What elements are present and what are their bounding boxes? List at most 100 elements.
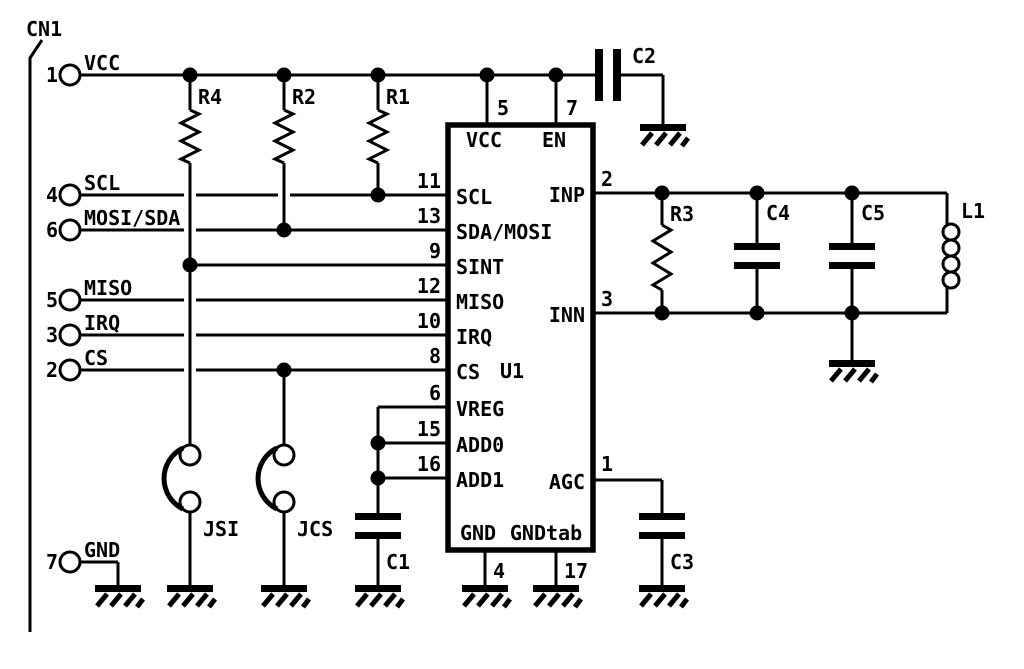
ic-pin-number: 4 [493, 559, 505, 583]
ic-pin-label: CS [456, 360, 480, 384]
resistor-zigzag [177, 108, 203, 165]
ic-pin-number: 5 [497, 96, 509, 120]
ic-ref: U1 [500, 359, 524, 383]
ic-pin-number: 12 [417, 274, 441, 298]
connector-bracket [28, 39, 44, 632]
ground-icon [167, 585, 215, 607]
jumper-ref: JCS [297, 517, 333, 541]
ic-pin-number: 2 [601, 167, 613, 191]
jumper-arc [161, 445, 185, 512]
net-label-irq: IRQ [84, 311, 120, 335]
capacitor-plate [829, 262, 875, 269]
capacitor-plate [639, 532, 685, 539]
resistor-ref: R3 [670, 202, 694, 226]
junction-dot [844, 305, 860, 321]
capacitor-ref: C2 [632, 44, 656, 68]
cn1-pin-number: 5 [46, 288, 58, 312]
ground-icon [533, 585, 581, 607]
ic-pin-number: 15 [417, 417, 441, 441]
ic-pin-label: VREG [456, 397, 504, 421]
ic-pin-label: INN [549, 303, 585, 327]
junction-dot [370, 187, 386, 203]
cn1-pin-number: 1 [46, 63, 58, 87]
ground-icon [462, 585, 510, 607]
capacitor-ref: C3 [670, 550, 694, 574]
inductor-coil [941, 238, 961, 258]
jumper-pad [272, 490, 296, 514]
net-label-gnd: GND [84, 538, 120, 562]
capacitor-plate [734, 262, 780, 269]
ground-icon [829, 360, 877, 382]
capacitor-plate [355, 532, 401, 539]
ic-pin-number: 10 [417, 309, 441, 333]
connector-ref: CN1 [26, 17, 62, 41]
cn1-pin-number: 2 [46, 358, 58, 382]
junction-dot [276, 222, 292, 238]
ic-pin-number: 11 [417, 169, 441, 193]
ic-pin-number: 8 [429, 344, 441, 368]
junction-dot [182, 257, 198, 273]
resistor-ref: R2 [292, 85, 316, 109]
cn1-pin-number: 7 [46, 550, 58, 574]
ic-pin-label: ADD1 [456, 468, 504, 492]
capacitor-c5: C5 [829, 201, 885, 269]
capacitor-plate [355, 513, 401, 520]
ground-icon [639, 585, 687, 607]
ic-pin-label: MISO [456, 290, 504, 314]
cn1-pin-2 [58, 358, 82, 382]
junction-dot [654, 305, 670, 321]
jumper-arc [255, 445, 279, 512]
ground-icon [261, 585, 309, 607]
ic-pin-label: INP [549, 183, 585, 207]
ic-pin-number: 3 [601, 287, 613, 311]
net-label-scl: SCL [84, 171, 120, 195]
jumper-pad [178, 490, 202, 514]
junction-dot [370, 470, 386, 486]
inductor-coil [941, 254, 961, 274]
ic-pin-label: SCL [456, 185, 492, 209]
net-label-mosi-sda: MOSI/SDA [84, 206, 180, 230]
ic-pin-label: SINT [456, 255, 504, 279]
cn1-pin-number: 6 [46, 218, 58, 242]
ic-pin-label: SDA/MOSI [456, 220, 552, 244]
capacitor-c1: C1 [355, 513, 410, 574]
resistor-r4: R4 [177, 85, 222, 165]
cn1-pin-6 [58, 218, 82, 242]
ic-pin-label: ADD0 [456, 433, 504, 457]
cn1-pin-7 [58, 550, 82, 574]
ic-pin-number: 1 [601, 452, 613, 476]
junction-dot [182, 67, 198, 83]
net-label-vcc: VCC [84, 51, 120, 75]
ic-pin-number: 6 [429, 381, 441, 405]
jumper-pad [272, 443, 296, 467]
resistor-zigzag [650, 223, 674, 292]
ic-body [445, 122, 596, 553]
ic-pin-label: GNDtab [510, 521, 582, 545]
ic-pin-number: 13 [417, 204, 441, 228]
junction-dot [276, 67, 292, 83]
junction-dot [370, 67, 386, 83]
junction-dot [654, 185, 670, 201]
ic-pin-number: 16 [417, 452, 441, 476]
ic-pin-label: GND [460, 521, 496, 545]
cn1-pin-4 [58, 183, 82, 207]
resistor-zigzag [271, 108, 297, 165]
capacitor-c4: C4 [734, 201, 790, 269]
capacitor-ref: C4 [766, 201, 790, 225]
cn1-pin-number: 4 [46, 183, 58, 207]
resistor-ref: R4 [198, 85, 222, 109]
ic-pin-label: EN [542, 128, 566, 152]
connector-cn1: CN1 1 VCC 4 SCL 6 MOSI/SDA 5 MISO 3 IRQ … [26, 17, 180, 632]
capacitor-plate [595, 49, 603, 101]
cn1-pin-3 [58, 323, 82, 347]
cn1-pin-1 [58, 63, 82, 87]
jumper-jsi: JSI [161, 443, 239, 541]
junction-dot [370, 435, 386, 451]
ic-pin-number: 7 [566, 96, 578, 120]
jumper-pad [178, 443, 202, 467]
capacitor-ref: C1 [386, 550, 410, 574]
junction-dot [548, 67, 564, 83]
ground-icon [95, 585, 143, 607]
capacitor-c2: C2 [595, 44, 656, 101]
